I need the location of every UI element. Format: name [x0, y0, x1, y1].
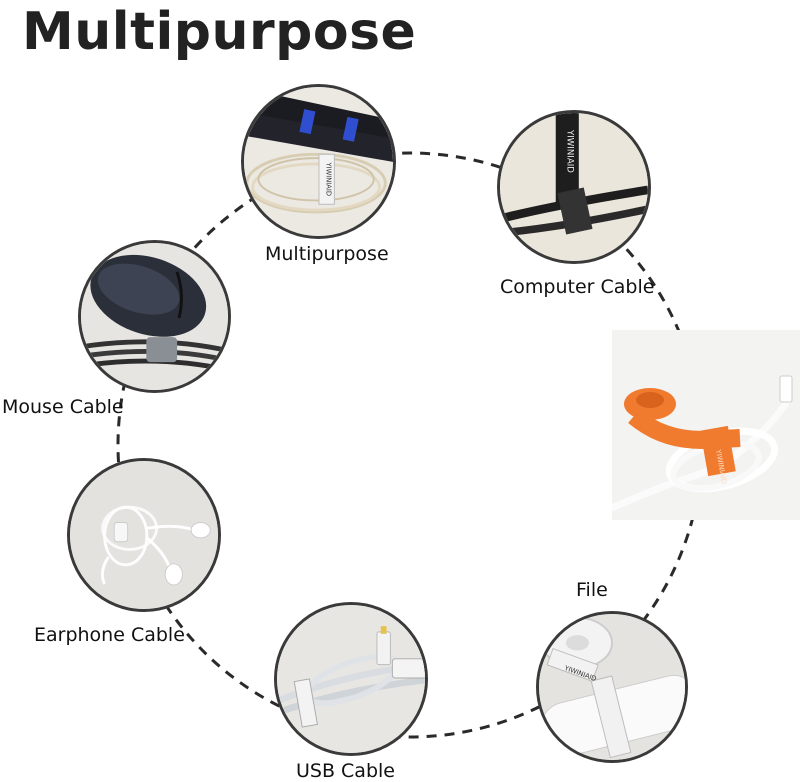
orange-strap-photo: YIWINIAID [612, 330, 800, 520]
mouse-icon [81, 243, 228, 390]
orange-strap-icon: YIWINIAID [612, 330, 800, 520]
svg-text:YIWINIAID: YIWINIAID [564, 129, 574, 173]
svg-text:YIWINIAID: YIWINIAID [325, 162, 333, 196]
computer-cable-icon: YIWINIAID [500, 113, 648, 261]
item-label-usb-cable: USB Cable [296, 760, 395, 782]
hoses-bundle-icon: YIWINIAID [244, 87, 393, 236]
mouse-cable-circle [78, 240, 231, 393]
usb-cable-icon [277, 605, 425, 753]
earphone-cable-circle [67, 458, 221, 612]
computer-cable-circle: YIWINIAID [497, 110, 651, 264]
item-label-mouse-cable: Mouse Cable [2, 396, 124, 418]
earphone-icon [70, 461, 218, 609]
usb-cable-circle [274, 602, 428, 756]
file-circle: YIWINIAID [536, 611, 688, 763]
item-label-earphone-cable: Earphone Cable [34, 624, 185, 646]
item-label-file: File [576, 579, 608, 601]
item-label-computer-cable: Computer Cable [500, 276, 655, 298]
file-roll-icon: YIWINIAID [539, 614, 685, 760]
page-title: Multipurpose [22, 2, 417, 62]
multipurpose-circle: YIWINIAID [241, 84, 396, 239]
item-label-multipurpose: Multipurpose [265, 243, 389, 265]
